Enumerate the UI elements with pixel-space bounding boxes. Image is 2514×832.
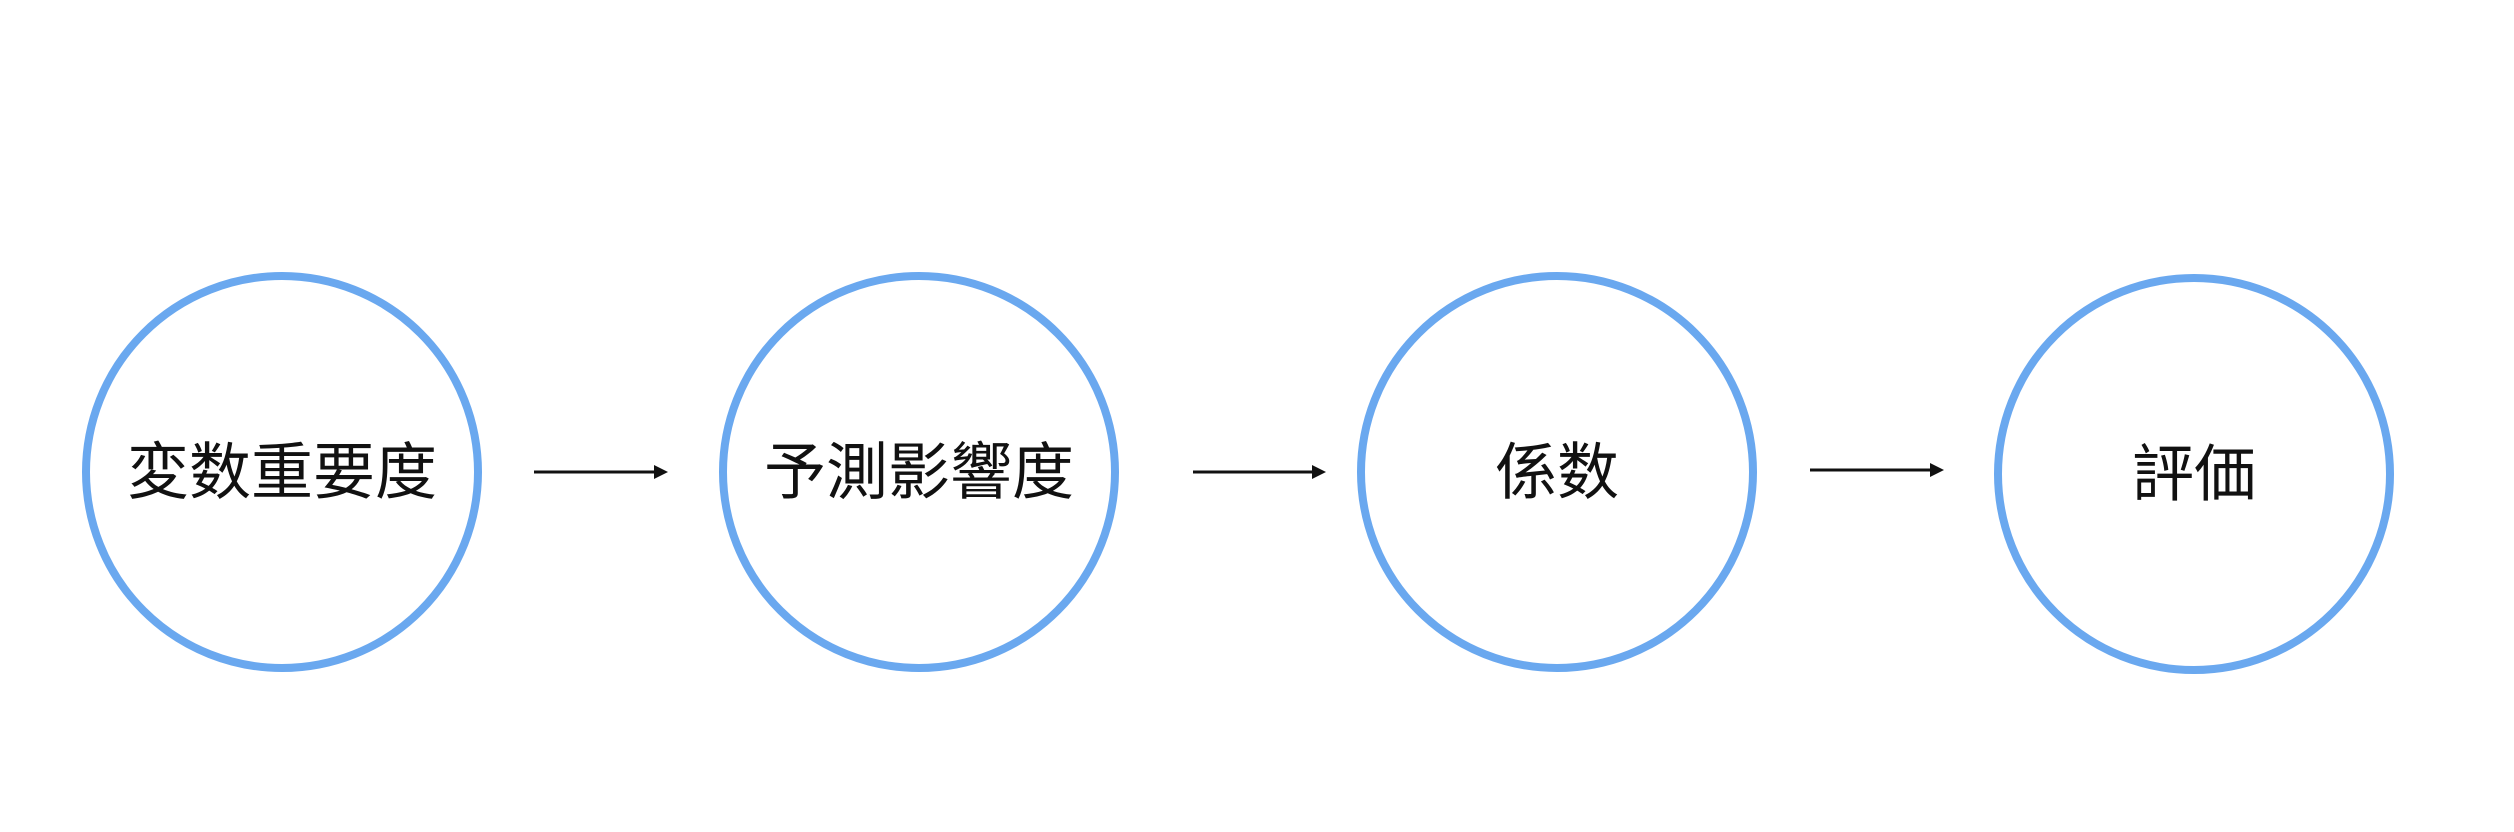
node-n2: 予測影響度 bbox=[719, 272, 1119, 672]
node-circle bbox=[719, 272, 1119, 672]
arrow-head-icon bbox=[1312, 465, 1326, 479]
node-n3: 係数 bbox=[1357, 272, 1757, 672]
node-label: 係数 bbox=[1495, 436, 1619, 509]
arrow-head-icon bbox=[1930, 463, 1944, 477]
node-label: 評価 bbox=[2132, 438, 2256, 511]
node-n1: 変数重要度 bbox=[82, 272, 482, 672]
node-circle bbox=[1357, 272, 1757, 672]
node-circle bbox=[1994, 274, 2394, 674]
nodes-layer: 変数重要度 予測影響度 係数 評価 bbox=[82, 272, 2394, 674]
edges-layer bbox=[534, 463, 1944, 479]
node-n4: 評価 bbox=[1994, 274, 2394, 674]
node-label: 変数重要度 bbox=[127, 436, 437, 509]
node-label: 予測影響度 bbox=[764, 436, 1074, 509]
edge-n2-n3 bbox=[1193, 465, 1326, 479]
edge-n3-n4 bbox=[1810, 463, 1944, 477]
arrow-head-icon bbox=[654, 465, 668, 479]
node-circle bbox=[82, 272, 482, 672]
edge-n1-n2 bbox=[534, 465, 668, 479]
